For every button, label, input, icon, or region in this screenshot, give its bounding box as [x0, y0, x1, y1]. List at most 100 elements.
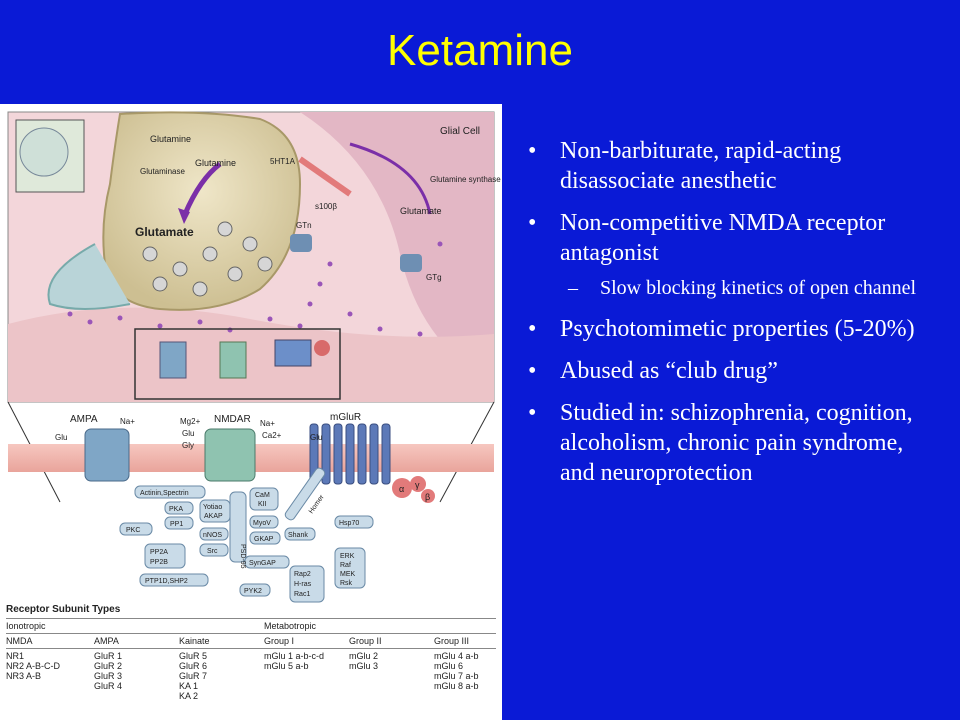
- mglur-receptor: [309, 423, 391, 485]
- label-nnos: nNOS: [203, 532, 222, 539]
- table-column: mGlu 2 mGlu 3: [349, 651, 434, 701]
- table-column: NR1 NR2 A-B-C-D NR3 A-B: [6, 651, 94, 701]
- table-title: Receptor Subunit Types: [6, 604, 121, 615]
- table-cell: mGlu 7 a-b: [434, 671, 479, 681]
- label-hsp70: Hsp70: [339, 520, 359, 527]
- table-cell: GluR 4: [94, 681, 123, 691]
- label-5ht1a: 5HT1A: [270, 157, 296, 166]
- label-glutamate: Glutamate: [135, 225, 194, 239]
- label-gkap: GKAP: [254, 536, 274, 543]
- label-gtg: GTg: [426, 273, 442, 282]
- astrocyte-process: [47, 243, 131, 310]
- label-glial-cell: Glial Cell: [440, 126, 480, 137]
- label-myov: MyoV: [253, 520, 271, 527]
- label-mglur: mGluR: [330, 412, 361, 423]
- table-header: Group II: [349, 636, 382, 646]
- label-pkc: PKC: [126, 527, 140, 534]
- table-cell: KA 1: [179, 681, 199, 691]
- sub-bullet-marker: –: [568, 277, 578, 299]
- label-raf: Raf: [340, 562, 351, 569]
- label-glutamine-synthase: Glutamine synthase: [430, 175, 501, 184]
- nmdar-receptor: [204, 428, 256, 482]
- label-ptp: PTP1D,SHP2: [145, 578, 188, 585]
- label-ampa: AMPA: [70, 414, 98, 425]
- label-akap: AKAP: [204, 513, 223, 520]
- bullet-marker: •: [528, 316, 537, 342]
- table-cell: mGlu 2: [349, 651, 379, 661]
- label-gly: Gly: [182, 441, 194, 450]
- bullet-item: • Non-barbiturate, rapid-acting disassoc…: [520, 136, 940, 196]
- table-header: Group III: [434, 636, 470, 646]
- table-cell: NR2 A-B-C-D: [6, 661, 61, 671]
- label-alpha: α: [399, 484, 404, 494]
- label-shank: Shank: [288, 532, 308, 539]
- bullet-text: Abused as “club drug”: [560, 358, 778, 384]
- label-mek: MEK: [340, 571, 356, 578]
- bullet-marker: •: [528, 358, 537, 384]
- label-glu-ampa: Glu: [55, 433, 67, 442]
- label-glutamine-middle: Glutamine: [195, 158, 236, 168]
- table-column: mGlu 4 a-b mGlu 6 mGlu 7 a-b mGlu 8 a-b: [434, 651, 479, 701]
- gtg-channel: [400, 254, 422, 272]
- table-cell: GluR 6: [179, 661, 208, 671]
- table-cell: mGlu 5 a-b: [264, 661, 309, 671]
- glutamine-arrow: [182, 162, 222, 215]
- table-column: GluR 5 GluR 6 GluR 7 KA 1 KA 2: [179, 651, 264, 701]
- label-pyk2: PYK2: [244, 588, 262, 595]
- table-cell: GluR 1: [94, 651, 123, 661]
- label-syngap: SynGAP: [249, 560, 276, 567]
- bullet-marker: •: [528, 210, 537, 236]
- table-cell: KA 2: [179, 691, 199, 701]
- label-homer: Homer: [308, 493, 326, 515]
- label-kii: KII: [258, 501, 267, 508]
- table-cell: mGlu 6: [434, 661, 464, 671]
- synapse-diagram: Glial Cell Glutamine Glutamine Glutamina…: [7, 111, 501, 603]
- bullet-item: • Non-competitive NMDA receptor antagoni…: [520, 208, 940, 268]
- table-cell: GluR 3: [94, 671, 123, 681]
- sub-bullet-text: Slow blocking kinetics of open channel: [600, 277, 917, 299]
- receptor-zoom-box: [134, 328, 341, 400]
- label-rac1: Rac1: [294, 591, 310, 598]
- label-erk: ERK: [340, 553, 355, 560]
- label-gamma: γ: [415, 480, 420, 490]
- ampa-receptor: [84, 428, 130, 482]
- label-ca: Ca2+: [262, 431, 282, 440]
- sub-bullet-item: – Slow blocking kinetics of open channel: [520, 276, 940, 300]
- gtn-channel: [290, 234, 312, 252]
- bullet-item: • Studied in: schizophrenia, cognition, …: [520, 398, 940, 488]
- bullet-marker: •: [528, 400, 537, 426]
- bullet-text: Studied in: schizophrenia, cognition, al…: [560, 400, 913, 486]
- slide-title: Ketamine: [387, 26, 573, 75]
- label-rsk: Rsk: [340, 580, 353, 587]
- label-s100b: s100β: [315, 202, 337, 211]
- label-src: Src: [207, 548, 218, 555]
- label-hras: H-ras: [294, 581, 312, 588]
- label-na-nmdar: Na+: [260, 419, 275, 428]
- table-cell: NR1: [6, 651, 25, 661]
- bullet-list: • Non-barbiturate, rapid-acting disassoc…: [520, 136, 940, 500]
- synapse-figure: Glial Cell Glutamine Glutamine Glutamina…: [0, 104, 502, 720]
- glial-cell: [300, 112, 494, 384]
- table-group-metabotropic: Metabotropic: [264, 621, 317, 631]
- table-cell: mGlu 3: [349, 661, 379, 671]
- label-glutamine-left: Glutamine: [150, 134, 191, 144]
- label-na-ampa: Na+: [120, 417, 135, 426]
- bullet-item: • Psychotomimetic properties (5-20%): [520, 314, 940, 344]
- table-cell: GluR 5: [179, 651, 208, 661]
- label-pp1: PP1: [170, 521, 183, 528]
- table-column: GluR 1 GluR 2 GluR 3 GluR 4: [94, 651, 179, 701]
- label-yotiao: Yotiao: [203, 504, 222, 511]
- label-glutamate-right: Glutamate: [400, 206, 442, 216]
- label-cam: CaM: [255, 492, 270, 499]
- table-cell: GluR 7: [179, 671, 208, 681]
- bullet-text: Non-barbiturate, rapid-acting disassocia…: [560, 138, 842, 194]
- table-cell: mGlu 1 a-b-c-d: [264, 651, 325, 661]
- table-header: Group I: [264, 636, 295, 646]
- label-pp2b: PP2B: [150, 559, 168, 566]
- bullet-text: Non-competitive NMDA receptor antagonist: [560, 210, 886, 266]
- label-gtn: GTn: [296, 221, 312, 230]
- label-mg: Mg2+: [180, 417, 201, 426]
- label-glutaminase: Glutaminase: [140, 167, 185, 176]
- table-cell: GluR 2: [94, 661, 123, 671]
- label-nmdar: NMDAR: [214, 414, 251, 425]
